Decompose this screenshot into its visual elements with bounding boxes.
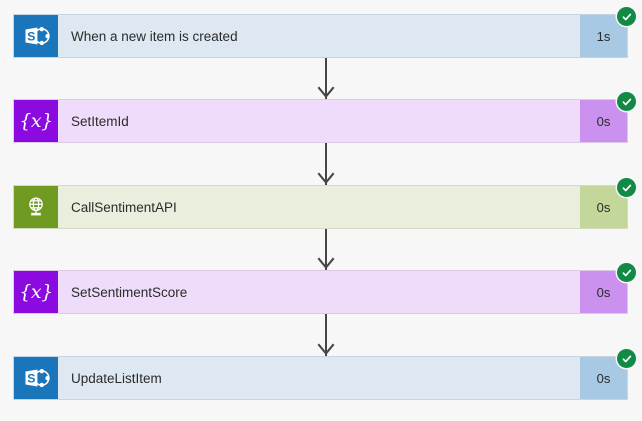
- check-icon: [622, 355, 631, 362]
- arrowhead-icon: [313, 343, 339, 356]
- sharepoint-icon: S: [22, 364, 50, 392]
- action-icon-tile: {x}: [14, 100, 58, 142]
- sharepoint-icon: S: [22, 22, 50, 50]
- flow-connector-arrow: [313, 229, 339, 270]
- check-icon: [622, 13, 631, 20]
- flow-connector-arrow: [313, 58, 339, 99]
- connector-line: [325, 229, 327, 270]
- svg-text:S: S: [27, 30, 35, 44]
- check-icon: [622, 184, 631, 191]
- variable-icon: {x}: [19, 280, 53, 303]
- arrowhead-icon: [313, 257, 339, 270]
- variable-icon: {x}: [19, 109, 53, 132]
- status-badge-succeeded: [617, 178, 636, 197]
- action-name-label: CallSentimentAPI: [71, 199, 177, 215]
- action-name-label: When a new item is created: [71, 28, 238, 44]
- action-icon-tile: {x}: [14, 271, 58, 313]
- action-name-label: SetItemId: [71, 113, 129, 129]
- action-icon-tile: [14, 186, 58, 228]
- connector-line: [325, 58, 327, 99]
- action-duration-label: 0s: [580, 186, 627, 228]
- action-icon-tile: S: [14, 15, 58, 57]
- connector-line: [325, 143, 327, 185]
- arrowhead-icon: [313, 172, 339, 185]
- check-icon: [622, 269, 631, 276]
- flow-connector-arrow: [313, 143, 339, 185]
- connector-line: [325, 314, 327, 356]
- http-globe-icon: [24, 195, 48, 219]
- status-badge-succeeded: [617, 263, 636, 282]
- action-icon-tile: S: [14, 357, 58, 399]
- flow-connector-arrow: [313, 314, 339, 356]
- svg-text:S: S: [27, 372, 35, 386]
- status-badge-succeeded: [617, 92, 636, 111]
- action-name-label: UpdateListItem: [71, 370, 162, 386]
- status-badge-succeeded: [617, 7, 636, 26]
- check-icon: [622, 98, 631, 105]
- status-badge-succeeded: [617, 349, 636, 368]
- action-name-label: SetSentimentScore: [71, 284, 188, 300]
- flow-action-card[interactable]: CallSentimentAPI 0s: [13, 178, 636, 229]
- arrowhead-icon: [313, 86, 339, 99]
